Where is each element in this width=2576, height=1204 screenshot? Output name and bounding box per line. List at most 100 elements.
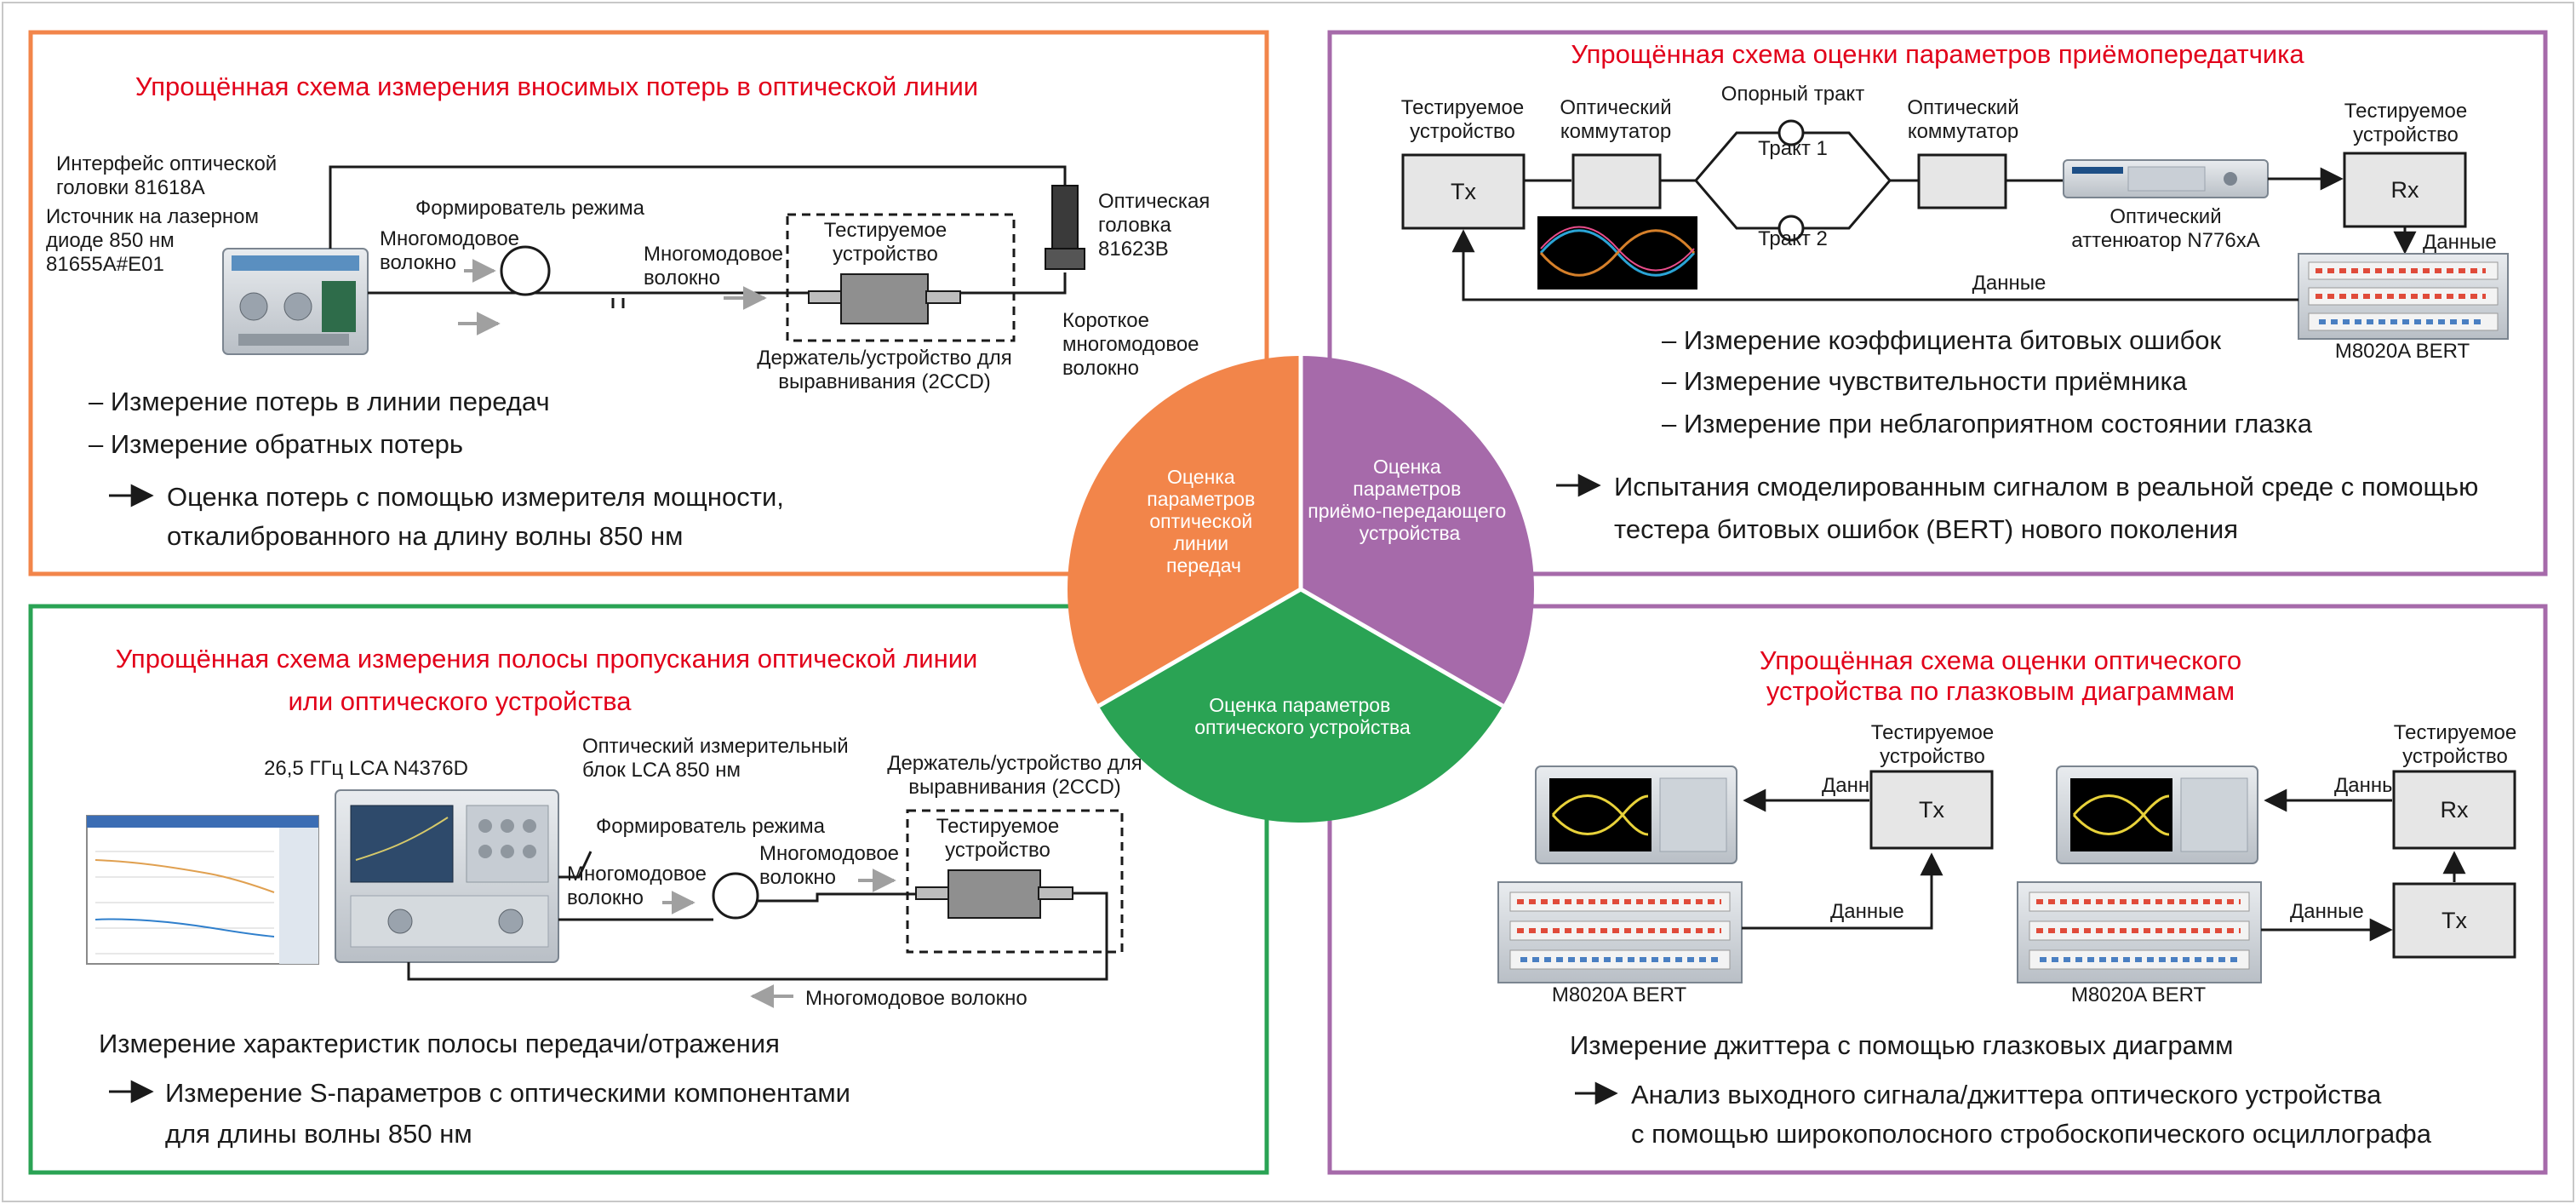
tl-dut-connector-right — [925, 290, 961, 304]
panel-br-title-1: Упрощённая схема оценки оптического — [1760, 645, 2241, 675]
tl-mm1-label-2: волокно — [380, 251, 456, 274]
bl-unit-label-2: блок LCA 850 нм — [582, 759, 741, 782]
bl-dut-label-2: устройство — [945, 839, 1050, 862]
br-dutB-label-1: Тестируемое — [2394, 721, 2516, 744]
bl-bullet-1: Измерение характеристик полосы передачи/… — [99, 1029, 780, 1058]
panel-tr-title: Упрощённая схема оценки параметров приём… — [1571, 39, 2304, 69]
br-oscilloscope-b — [2056, 765, 2258, 864]
tl-source-label-3: 81655A#E01 — [46, 253, 164, 276]
tr-path1-label: Тракт 1 — [1758, 137, 1828, 160]
panel-frame-top-left — [28, 30, 1269, 576]
br-bert-b — [2017, 881, 2262, 983]
tl-laser-source-instrument — [222, 248, 369, 355]
bl-unit-label-1: Оптический измерительный — [582, 735, 849, 758]
bl-mode-shaper — [712, 872, 759, 920]
bl-software-screenshot — [86, 815, 319, 965]
br-rxB-label: Rx — [2441, 797, 2469, 823]
bl-dut-connector-left — [915, 886, 951, 900]
pie-label-right-1: Оценка — [1373, 456, 1441, 478]
tl-mode-shaper — [500, 245, 551, 296]
tr-switch2-label-2: коммутатор — [1908, 120, 2018, 143]
br-rxB-box — [2392, 770, 2516, 850]
tr-bullet-1: – Измерение коэффициента битовых ошибок — [1662, 325, 2222, 355]
tr-switch2-label-1: Оптический — [1907, 96, 2018, 119]
tr-switch1-label-1: Оптический — [1560, 96, 1671, 119]
bl-dut-label-1: Тестируемое — [936, 815, 1059, 838]
br-bertA-label: M8020A BERT — [1552, 983, 1687, 1006]
br-bertB-label: M8020A BERT — [2071, 983, 2207, 1006]
tl-result-line-2: откалиброванного на длину волны 850 нм — [167, 521, 683, 551]
tl-fiber-return — [329, 165, 1067, 249]
br-dutA-label-1: Тестируемое — [1871, 721, 1994, 744]
tl-holder-box — [786, 213, 1016, 342]
tl-fiber-main — [368, 272, 1067, 295]
tl-head-label-3: 81623B — [1098, 238, 1169, 261]
pie-label-left-2: параметров — [1147, 488, 1255, 510]
br-dataA2-label: Данные — [1830, 900, 1904, 923]
tr-ref-path-label: Опорный тракт — [1721, 83, 1864, 106]
bl-shaper-label: Формирователь режима — [596, 815, 826, 838]
pie-label-bottom: Оценка параметров оптического устройства — [1194, 694, 1411, 738]
tr-tx-label: Tx — [1451, 179, 1476, 204]
tl-dut-connector-left — [808, 290, 844, 304]
br-dataB2-label: Данные — [2290, 900, 2364, 923]
br-result-line-1: Анализ выходного сигнала/джиттера оптиче… — [1631, 1080, 2382, 1109]
tl-result-line-1: Оценка потерь с помощью измерителя мощно… — [167, 482, 784, 512]
tr-switch1-box — [1571, 153, 1662, 209]
center-pie — [1067, 355, 1535, 823]
br-txB-box — [2392, 882, 2516, 959]
tr-dut-rx-label-1: Тестируемое — [2344, 100, 2467, 123]
panel-tl-title: Упрощённая схема измерения вносимых поте… — [135, 72, 978, 101]
br-txA-box — [1869, 770, 1994, 850]
pie-label-left-1: Оценка — [1167, 466, 1235, 488]
bl-mm-bottom-label: Многомодовое волокно — [805, 987, 1028, 1010]
tr-tx-box — [1401, 153, 1526, 230]
pie-label-left: Оценка параметров оптической линии перед… — [1147, 466, 1260, 576]
tr-switch1-label-2: коммутатор — [1560, 120, 1671, 143]
tl-shaper-label: Формирователь режима — [415, 197, 645, 220]
panel-frame-bottom-right — [1327, 604, 2548, 1175]
tl-source-label-2: диоде 850 нм — [46, 229, 175, 252]
br-dutA-label-2: устройство — [1880, 745, 1985, 768]
tr-bert-label: M8020A BERT — [2335, 340, 2470, 363]
tl-mm1-label-1: Многомодовое — [380, 227, 519, 250]
pie-label-right: Оценка параметров приёмо-передающего уст… — [1308, 456, 1511, 544]
panel-frame-bottom-left — [28, 604, 1269, 1175]
pie-label-right-2: параметров — [1353, 478, 1461, 500]
bl-result-line-2: для длины волны 850 нм — [165, 1119, 472, 1149]
tl-mm2-label-1: Многомодовое — [644, 243, 783, 266]
tr-rx-box — [2343, 152, 2467, 228]
tr-switch2-box — [1917, 153, 2007, 209]
pie-label-bottom-1: Оценка параметров — [1209, 694, 1390, 716]
bl-holder-label-2: выравнивания (2CCD) — [908, 776, 1121, 799]
tr-dut-tx-label-2: устройство — [1410, 120, 1515, 143]
tr-result-line-2: тестера битовых ошибок (BERT) нового пок… — [1614, 514, 2238, 544]
tl-holder-label-2: выравнивания (2CCD) — [778, 370, 991, 393]
pie-slice-right — [1301, 356, 1535, 706]
tl-dut-label-2: устройство — [833, 243, 938, 266]
bl-lca-label: 26,5 ГГц LCA N4376D — [264, 757, 468, 780]
tl-head-label-2: головка — [1098, 214, 1171, 237]
bl-holder-label-1: Держатель/устройство для — [887, 752, 1142, 775]
tl-dut-device — [840, 273, 929, 324]
bl-mm2-label-2: волокно — [759, 866, 836, 889]
pie-slice-left — [1067, 355, 1301, 706]
br-dutB-label-2: устройство — [2402, 745, 2508, 768]
pie-label-right-3: приёмо-передающего — [1308, 500, 1506, 522]
tr-data-bottom-label: Данные — [1972, 272, 2046, 295]
pie-label-left-5: передач — [1166, 554, 1241, 576]
tr-eye-diagram-thumbnail — [1537, 216, 1697, 290]
tr-data-return-line — [1451, 229, 2298, 301]
tl-holder-label-1: Держатель/устройство для — [757, 347, 1012, 370]
br-txB-label: Tx — [2441, 908, 2467, 933]
bl-fiber-shaper-dut — [758, 892, 916, 903]
pie-label-right-4: устройства — [1360, 522, 1461, 544]
tr-data-right-label: Данные — [2423, 231, 2497, 254]
tr-bert-device — [2298, 253, 2509, 340]
tl-iface-label-2: головки 81618A — [56, 176, 205, 199]
br-result-line-2: с помощью широкополосного стробоскопичес… — [1631, 1119, 2432, 1149]
tr-bullet-2: – Измерение чувствительности приёмника — [1662, 366, 2188, 396]
tr-path2-label: Тракт 2 — [1758, 227, 1828, 250]
